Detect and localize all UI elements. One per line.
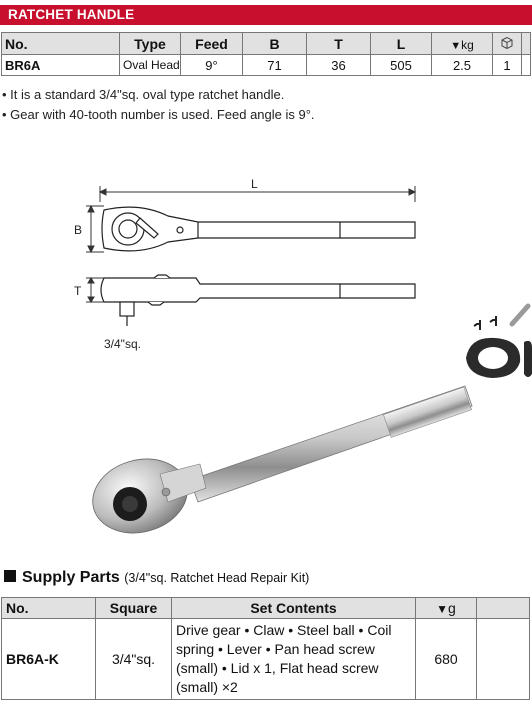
weight-triangle-icon: ▼ xyxy=(450,39,462,52)
section-title-bar: RATCHET HANDLE xyxy=(0,5,532,25)
cell-qty: 1 xyxy=(492,54,522,76)
col-qty xyxy=(492,32,522,55)
spec-table: No. Type Feed B T L ▼kg BR6A Oval Head 9… xyxy=(1,32,531,76)
label-b: B xyxy=(74,223,82,237)
cell-extra xyxy=(476,618,530,700)
side-view-outline xyxy=(100,274,416,326)
label-t: T xyxy=(74,284,82,298)
label-l: L xyxy=(251,177,258,191)
col-t: T xyxy=(306,32,371,55)
cell-extra xyxy=(521,54,531,76)
col-weight: ▼kg xyxy=(431,32,493,55)
cell-set-contents: Drive gear • Claw • Steel ball • Coil sp… xyxy=(171,618,416,700)
col-no: No. xyxy=(1,597,96,619)
label-square: 3/4"sq. xyxy=(104,337,141,351)
cell-square: 3/4"sq. xyxy=(95,618,172,700)
col-no: No. xyxy=(1,32,120,55)
cell-no: BR6A xyxy=(1,54,120,76)
cell-t: 36 xyxy=(306,54,371,76)
top-view-outline xyxy=(101,206,416,252)
technical-drawing: L B T 3/4"sq. xyxy=(74,177,532,534)
col-feed: Feed xyxy=(180,32,243,55)
cell-no: BR6A-K xyxy=(1,618,96,700)
dimension-t xyxy=(86,277,104,303)
supply-parts-heading: Supply Parts (3/4"sq. Ratchet Head Repai… xyxy=(4,569,309,587)
col-type: Type xyxy=(119,32,181,55)
weight-triangle-icon: ▼ xyxy=(436,602,449,616)
col-l: L xyxy=(370,32,432,55)
box-icon xyxy=(501,36,513,49)
col-set-contents: Set Contents xyxy=(171,597,416,619)
repair-kit-photo xyxy=(466,303,532,378)
parts-header-row: No. Square Set Contents ▼g xyxy=(1,597,530,619)
dimension-l xyxy=(98,186,417,202)
note-item: • Gear with 40-tooth number is used. Fee… xyxy=(2,107,315,122)
col-b: B xyxy=(242,32,307,55)
cell-type: Oval Head xyxy=(119,54,181,76)
supply-subtitle: (3/4"sq. Ratchet Head Repair Kit) xyxy=(124,571,310,585)
col-square: Square xyxy=(95,597,172,619)
col-weight: ▼g xyxy=(415,597,477,619)
col-weight-label: g xyxy=(448,600,456,616)
spec-row: BR6A Oval Head 9° 71 36 505 2.5 1 xyxy=(1,54,531,76)
col-weight-label: kg xyxy=(461,37,474,52)
dimension-b xyxy=(86,204,104,254)
cell-b: 71 xyxy=(242,54,307,76)
col-extra xyxy=(476,597,530,619)
supply-parts-table: No. Square Set Contents ▼g BR6A-K 3/4"sq… xyxy=(1,597,530,700)
cell-feed: 9° xyxy=(180,54,243,76)
cell-l: 505 xyxy=(370,54,432,76)
ratchet-photo xyxy=(92,385,473,534)
square-bullet-icon xyxy=(4,570,16,582)
col-extra xyxy=(521,32,531,55)
supply-title: Supply Parts xyxy=(22,569,120,586)
cell-weight: 680 xyxy=(415,618,477,700)
note-item: • It is a standard 3/4"sq. oval type rat… xyxy=(2,87,285,102)
section-title: RATCHET HANDLE xyxy=(8,7,135,22)
notes: • It is a standard 3/4"sq. oval type rat… xyxy=(2,85,315,125)
spec-header-row: No. Type Feed B T L ▼kg xyxy=(1,32,531,55)
parts-row: BR6A-K 3/4"sq. Drive gear • Claw • Steel… xyxy=(1,618,530,700)
cell-kg: 2.5 xyxy=(431,54,493,76)
